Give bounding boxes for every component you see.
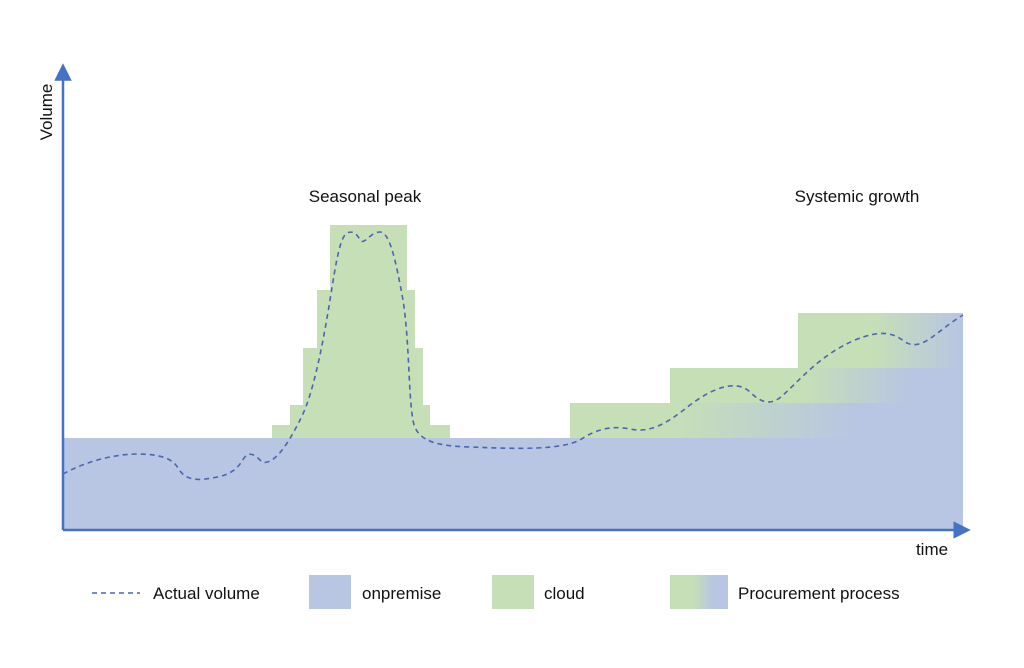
growth-step (860, 403, 963, 438)
growth-step (910, 368, 963, 403)
legend-swatch-cloud (492, 575, 534, 609)
cloud-step (330, 225, 407, 290)
legend-swatch-onpremise (309, 575, 351, 609)
annotation-seasonal-peak: Seasonal peak (309, 187, 422, 206)
growth-step (670, 368, 910, 403)
annotation-systemic-growth: Systemic growth (795, 187, 920, 206)
y-axis-label: Volume (37, 84, 56, 141)
legend-label-procurement: Procurement process (738, 584, 900, 603)
cloud-step (317, 290, 415, 348)
legend-label-cloud: cloud (544, 584, 585, 603)
growth-step (570, 403, 860, 438)
legend-label-onpremise: onpremise (362, 584, 441, 603)
legend: Actual volume onpremise cloud Procuremen… (92, 575, 900, 609)
cloud-step (272, 425, 450, 438)
legend-label-actual-volume: Actual volume (153, 584, 260, 603)
cloud-step (303, 348, 423, 405)
systemic-growth-capacity (570, 313, 963, 438)
seasonal-peak-cloud (272, 225, 450, 438)
legend-swatch-procurement (670, 575, 728, 609)
x-axis-label: time (916, 540, 948, 559)
cloud-step (290, 405, 430, 425)
onpremise-area (63, 438, 963, 530)
actual-volume-line (62, 231, 964, 481)
growth-step (798, 313, 963, 368)
